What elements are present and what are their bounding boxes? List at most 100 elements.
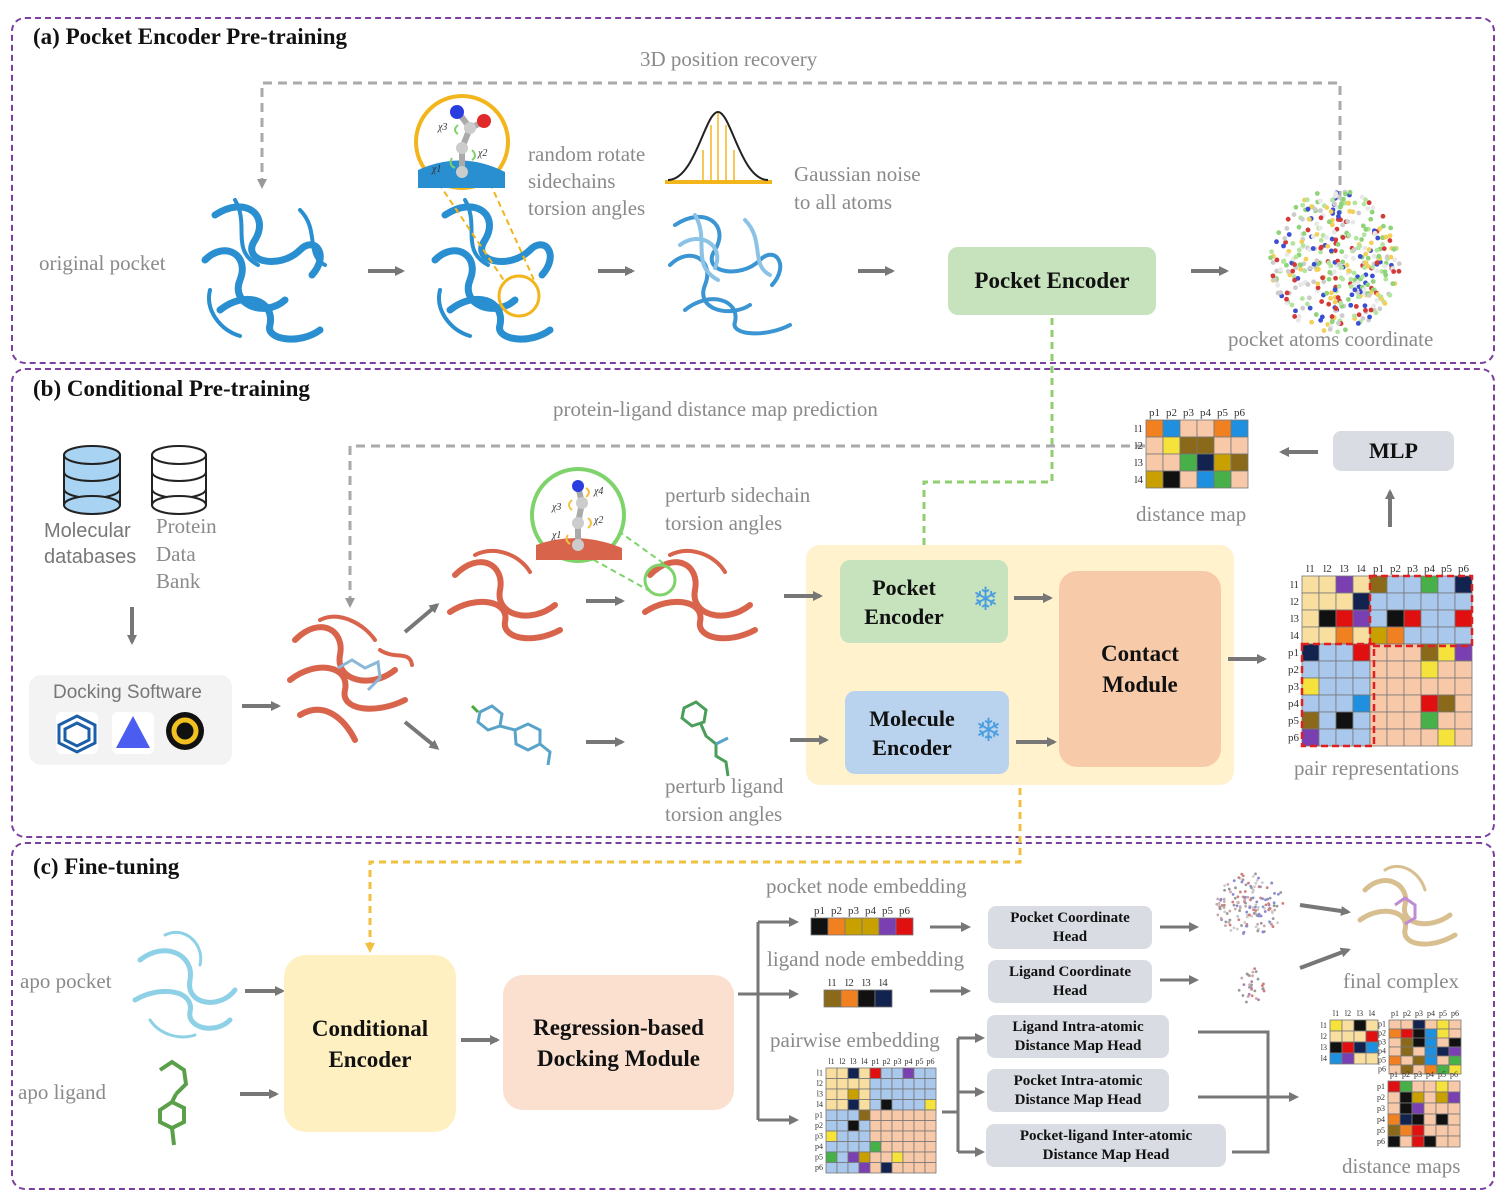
matrix-col-label: p3 <box>1414 1070 1422 1079</box>
matrix-cell <box>1353 1041 1367 1054</box>
atom-dot <box>1346 297 1351 302</box>
matrix-cell <box>836 1088 849 1100</box>
matrix-col-label: l1 <box>828 977 837 989</box>
atom-dot <box>1329 222 1335 228</box>
atom-dot <box>1254 970 1258 974</box>
matrix-cell <box>836 1067 849 1079</box>
pocket-protein-b1 <box>447 549 563 642</box>
atom-dot <box>1245 1000 1248 1004</box>
atom-dot <box>1377 226 1383 232</box>
matrix-cell <box>1352 592 1371 611</box>
atom-dot <box>1293 285 1298 291</box>
atom-dot <box>1365 255 1371 261</box>
matrix-cell <box>1403 626 1422 645</box>
chi2-label-a: χ2 <box>478 148 488 159</box>
matrix-cell <box>1448 1037 1462 1048</box>
matrix-cell <box>913 1067 926 1079</box>
atom-dot <box>1340 222 1346 228</box>
pocket-ligand-inter-head: Pocket-ligand Inter-atomic Distance Map … <box>986 1124 1226 1167</box>
atom-dot <box>1346 268 1352 274</box>
atom-dot <box>1336 320 1341 326</box>
matrix-cell <box>1448 1064 1462 1075</box>
matrix-cell <box>1341 1052 1355 1065</box>
matrix-cell <box>1353 1019 1367 1032</box>
matrix-cell <box>924 1162 937 1174</box>
atom-dot <box>1369 209 1375 215</box>
matrix-cell <box>1424 1046 1438 1057</box>
atom-dot <box>1377 306 1383 312</box>
matrix-cell <box>880 1130 893 1142</box>
atom-dot <box>1318 245 1324 251</box>
ligand-node-label: ligand node embedding <box>767 947 965 971</box>
matrix-cell <box>874 989 893 1008</box>
matrix-col-label: p1 <box>1373 563 1384 575</box>
matrix-col-label: p2 <box>831 905 842 917</box>
atom-dot <box>1289 302 1295 308</box>
atom-dot <box>1223 888 1226 892</box>
reg-line2: Docking Module <box>537 1045 700 1071</box>
atom-dot <box>1315 281 1321 287</box>
matrix-cell <box>1454 626 1473 645</box>
matrix-col-label: p1 <box>814 905 825 917</box>
matrix-cell <box>825 1162 838 1174</box>
matrix-row-label: p5 <box>1378 1055 1386 1064</box>
matrix-cell <box>825 1120 838 1132</box>
atom-dot <box>1232 926 1236 930</box>
atom-dot <box>1348 276 1354 282</box>
atom-dot <box>1366 292 1372 298</box>
matrix-row-label: p2 <box>815 1121 823 1130</box>
matrix-cell <box>1196 419 1215 438</box>
noise-label-2: to all atoms <box>794 190 892 214</box>
matrix-cell <box>869 1078 882 1090</box>
atom-dot <box>1329 290 1334 296</box>
atom-dot <box>1250 980 1254 984</box>
gaussian-curve-icon <box>665 110 772 184</box>
matrix-cell <box>847 1151 860 1163</box>
atom-dot <box>1273 908 1277 912</box>
atom-dot <box>1238 909 1242 912</box>
atom-dot <box>1240 880 1244 884</box>
matrix-cell <box>880 1162 893 1174</box>
matrix-cell <box>902 1130 915 1142</box>
frozen-snowflake-icon-2: ❄ <box>975 711 1002 749</box>
matrix-row-label: p3 <box>1378 1037 1386 1046</box>
atom-dot <box>1284 252 1290 257</box>
sidechain-atoms <box>449 105 491 178</box>
atom-dot <box>1332 287 1338 293</box>
matrix-cell <box>1352 575 1371 594</box>
ligand-b2 <box>680 700 730 777</box>
atom-dot <box>1245 924 1249 928</box>
atom-dot <box>1359 194 1365 200</box>
matrix-col-label: p2 <box>1402 1070 1410 1079</box>
atom-dot <box>1310 234 1316 239</box>
atom-dot <box>1327 270 1333 275</box>
original-pocket-label: original pocket <box>39 251 166 275</box>
atom-dot <box>1363 197 1368 203</box>
atom-dot <box>1363 307 1368 313</box>
atom-dot <box>1236 927 1239 931</box>
matrix-col-label: p4 <box>905 1057 913 1066</box>
matrix-row-label: l4 <box>1290 630 1299 642</box>
perturb-side-label-1: perturb sidechain <box>665 483 811 507</box>
atom-dot <box>1351 256 1356 261</box>
matrix-col-label: p3 <box>1407 563 1419 575</box>
head-pl-2: Distance Map Head <box>1042 1146 1170 1163</box>
atom-dot <box>1300 202 1306 208</box>
matrix-cell <box>1386 626 1405 645</box>
matrix-cell <box>1448 1046 1462 1057</box>
atom-dot <box>1256 977 1260 981</box>
pocket-encoder-b-line1: Pocket <box>872 574 936 600</box>
atom-dot <box>1330 197 1335 203</box>
matrix-cell <box>1301 694 1320 713</box>
atom-dot <box>1350 219 1356 225</box>
atom-dot <box>1291 274 1297 279</box>
complex-ligand <box>337 658 382 692</box>
matrix-col-label: p4 <box>1424 563 1436 575</box>
apo-ligand-molecule <box>158 1059 189 1146</box>
matrix-cell <box>1386 728 1405 747</box>
matrix-cell <box>913 1162 926 1174</box>
atom-dot <box>1273 891 1276 895</box>
matrix-cell <box>1352 626 1371 645</box>
pocket-node-label: pocket node embedding <box>766 874 967 898</box>
atom-dot <box>1340 196 1346 202</box>
